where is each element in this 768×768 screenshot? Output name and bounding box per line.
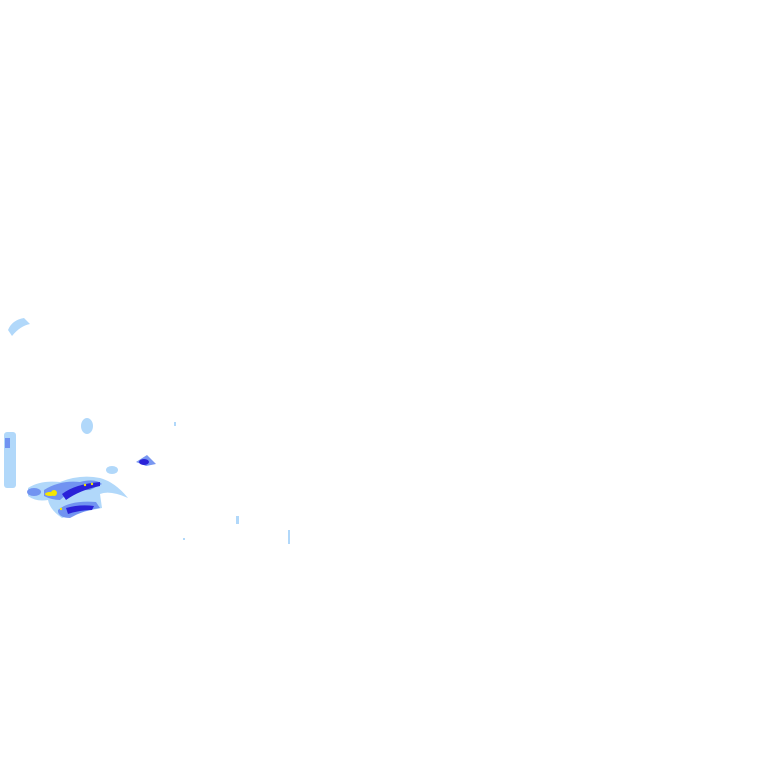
echo-main-complex (27, 476, 128, 518)
echo-east-cell (136, 455, 156, 466)
echo-scattered (106, 422, 290, 544)
echo-west-edge (4, 432, 16, 488)
echo-small-north (81, 418, 93, 434)
echo-northwest (8, 318, 30, 336)
